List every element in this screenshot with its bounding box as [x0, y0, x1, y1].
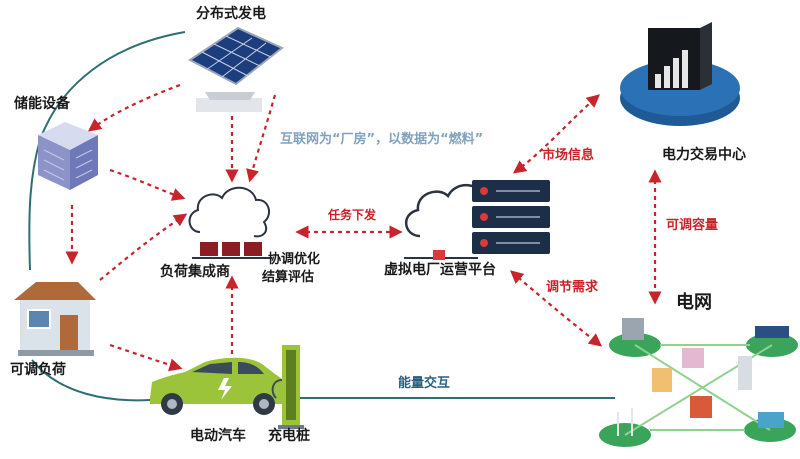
- arrow-solar-right: [246, 94, 277, 183]
- resource-arc-lower: [31, 359, 151, 402]
- arrow-storage-to-aggregator: [109, 168, 186, 201]
- label-charging-pile: 充电桩: [268, 428, 310, 444]
- arrow-house-to-ev: [109, 343, 183, 372]
- house-icon: [14, 282, 96, 356]
- label-adjustable-capacity: 可调容量: [666, 218, 719, 233]
- arrow-solar-to-storage: [87, 83, 181, 132]
- label-task-dispatch: 任务下发: [328, 208, 377, 222]
- arrow-market-info: [512, 94, 601, 174]
- label-market-info: 市场信息: [542, 148, 595, 163]
- cloud-server-icon: [188, 186, 272, 259]
- solar-panel-icon: [188, 26, 284, 112]
- arrow-regulation: [510, 270, 603, 347]
- label-energy-interaction: 能量交互: [398, 376, 451, 391]
- label-slogan: 互联网为“厂房”，以数据为“燃料”: [280, 132, 484, 147]
- label-regulation-demand: 调节需求: [546, 280, 599, 295]
- label-trading-center: 电力交易中心: [662, 147, 746, 163]
- label-load-aggregator: 负荷集成商: [160, 264, 230, 280]
- grid-city-icon: [599, 318, 798, 447]
- arrow-house-to-aggregator: [99, 213, 188, 281]
- label-vpp-platform: 虚拟电厂运营平台: [384, 262, 496, 278]
- label-energy-storage: 储能设备: [14, 96, 70, 112]
- label-coordination-2: 结算评估: [262, 270, 315, 285]
- dashed-arrows: [65, 83, 662, 372]
- label-power-grid: 电网: [676, 292, 712, 313]
- label-electric-vehicle: 电动汽车: [190, 428, 246, 444]
- trading-center-icon: [620, 22, 740, 126]
- label-coordination-1: 协调优化: [268, 252, 321, 267]
- electric-car-icon: [150, 357, 288, 415]
- storage-server-icon: [38, 122, 98, 190]
- label-adjustable-load: 可调负荷: [10, 362, 66, 378]
- label-distributed-generation: 分布式发电: [196, 6, 266, 22]
- charging-pile-icon: [271, 345, 304, 429]
- server-stack-icon: [404, 180, 550, 260]
